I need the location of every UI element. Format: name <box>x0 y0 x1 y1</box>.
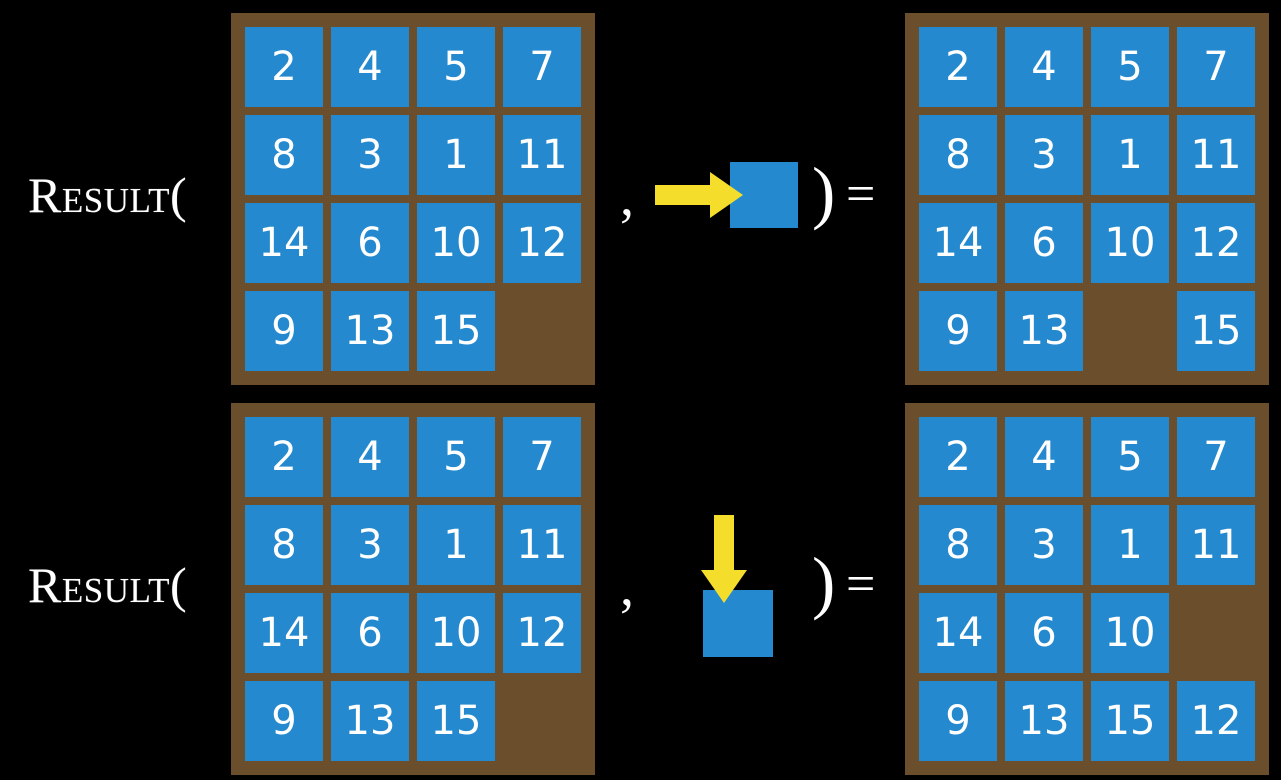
puzzle-tile: 6 <box>331 203 409 283</box>
puzzle-tile: 5 <box>1091 417 1169 497</box>
puzzle-tile: 15 <box>1177 291 1255 371</box>
puzzle-tile: 2 <box>245 417 323 497</box>
blank-tile-square <box>703 590 773 657</box>
puzzle-tile: 11 <box>503 505 581 585</box>
puzzle-tile: 6 <box>1005 593 1083 673</box>
puzzle-tile: 2 <box>919 417 997 497</box>
puzzle-tile: 3 <box>1005 505 1083 585</box>
equals-sign: = <box>846 166 876 223</box>
puzzle-tile-blank <box>1177 593 1255 673</box>
puzzle-tile: 3 <box>1005 115 1083 195</box>
puzzle-tile: 11 <box>1177 115 1255 195</box>
puzzle-tile: 4 <box>331 417 409 497</box>
puzzle-tile: 9 <box>245 291 323 371</box>
puzzle-tile-blank <box>503 681 581 761</box>
puzzle-tile: 11 <box>1177 505 1255 585</box>
puzzle-tile: 8 <box>919 505 997 585</box>
puzzle-tile: 3 <box>331 115 409 195</box>
puzzle-tile: 12 <box>503 203 581 283</box>
puzzle-tile: 7 <box>503 27 581 107</box>
puzzle-tile: 1 <box>417 505 495 585</box>
puzzle-tile: 8 <box>919 115 997 195</box>
puzzle-tile: 10 <box>417 203 495 283</box>
action-glyph-row-2 <box>655 390 815 780</box>
equals-sign: = <box>846 556 876 613</box>
puzzle-tile: 7 <box>503 417 581 497</box>
puzzle-tile: 8 <box>245 115 323 195</box>
arrow-right-icon <box>655 172 743 218</box>
puzzle-tile: 9 <box>245 681 323 761</box>
closing-paren: ) <box>812 154 836 232</box>
puzzle-tile: 14 <box>245 203 323 283</box>
puzzle-tile: 3 <box>331 505 409 585</box>
result-function-label: Result( <box>28 167 188 223</box>
argument-separator-comma: , <box>620 166 634 229</box>
puzzle-tile: 8 <box>245 505 323 585</box>
puzzle-tile: 4 <box>1005 27 1083 107</box>
puzzle-tile: 6 <box>1005 203 1083 283</box>
puzzle-tile: 1 <box>417 115 495 195</box>
arrow-down-icon <box>701 515 747 603</box>
puzzle-tile: 14 <box>919 593 997 673</box>
puzzle-tile: 9 <box>919 291 997 371</box>
puzzle-tile: 2 <box>245 27 323 107</box>
closing-paren: ) <box>812 544 836 622</box>
puzzle-tile: 11 <box>503 115 581 195</box>
puzzle-tile: 5 <box>1091 27 1169 107</box>
puzzle-tile: 14 <box>919 203 997 283</box>
puzzle-tile-blank <box>503 291 581 371</box>
puzzle-tile: 12 <box>503 593 581 673</box>
puzzle-tile: 5 <box>417 417 495 497</box>
puzzle-tile: 12 <box>1177 681 1255 761</box>
puzzle-tile: 5 <box>417 27 495 107</box>
puzzle-tile: 12 <box>1177 203 1255 283</box>
puzzle-tile: 7 <box>1177 27 1255 107</box>
puzzle-tile: 2 <box>919 27 997 107</box>
puzzle-tile: 10 <box>417 593 495 673</box>
puzzle-tile: 15 <box>417 681 495 761</box>
puzzle-tile: 10 <box>1091 593 1169 673</box>
puzzle-tile: 13 <box>331 291 409 371</box>
puzzle-tile: 9 <box>919 681 997 761</box>
puzzle-tile: 15 <box>1091 681 1169 761</box>
puzzle-tile: 13 <box>1005 291 1083 371</box>
puzzle-tile: 6 <box>331 593 409 673</box>
puzzle-tile: 15 <box>417 291 495 371</box>
puzzle-tile: 14 <box>245 593 323 673</box>
argument-separator-comma: , <box>620 556 634 619</box>
puzzle-tile: 10 <box>1091 203 1169 283</box>
puzzle-tile: 13 <box>1005 681 1083 761</box>
puzzle-tile: 4 <box>331 27 409 107</box>
puzzle-tile-blank <box>1091 291 1169 371</box>
action-glyph-row-1 <box>655 0 815 390</box>
puzzle-tile: 1 <box>1091 115 1169 195</box>
result-function-label: Result( <box>28 557 188 613</box>
puzzle-tile: 4 <box>1005 417 1083 497</box>
puzzle-tile: 7 <box>1177 417 1255 497</box>
puzzle-tile: 13 <box>331 681 409 761</box>
puzzle-tile: 1 <box>1091 505 1169 585</box>
